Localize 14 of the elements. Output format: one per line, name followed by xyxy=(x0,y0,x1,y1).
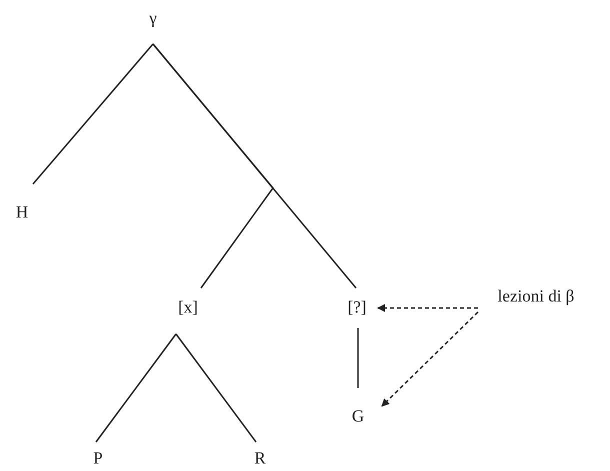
stemma-line xyxy=(357,328,359,388)
arrow xyxy=(381,311,479,407)
node-label: lezioni di β xyxy=(496,288,576,304)
node-label: G xyxy=(350,408,366,424)
node-label: [x] xyxy=(177,298,199,316)
stemma-line xyxy=(175,334,257,442)
node-label: P xyxy=(92,450,104,466)
node-label: H xyxy=(14,204,30,220)
stemma-line xyxy=(95,334,177,442)
stemma-line xyxy=(32,44,154,184)
arrow xyxy=(377,304,478,312)
stemma-line xyxy=(152,44,357,288)
node-label: R xyxy=(253,450,267,466)
node-label: [?] xyxy=(346,298,368,316)
